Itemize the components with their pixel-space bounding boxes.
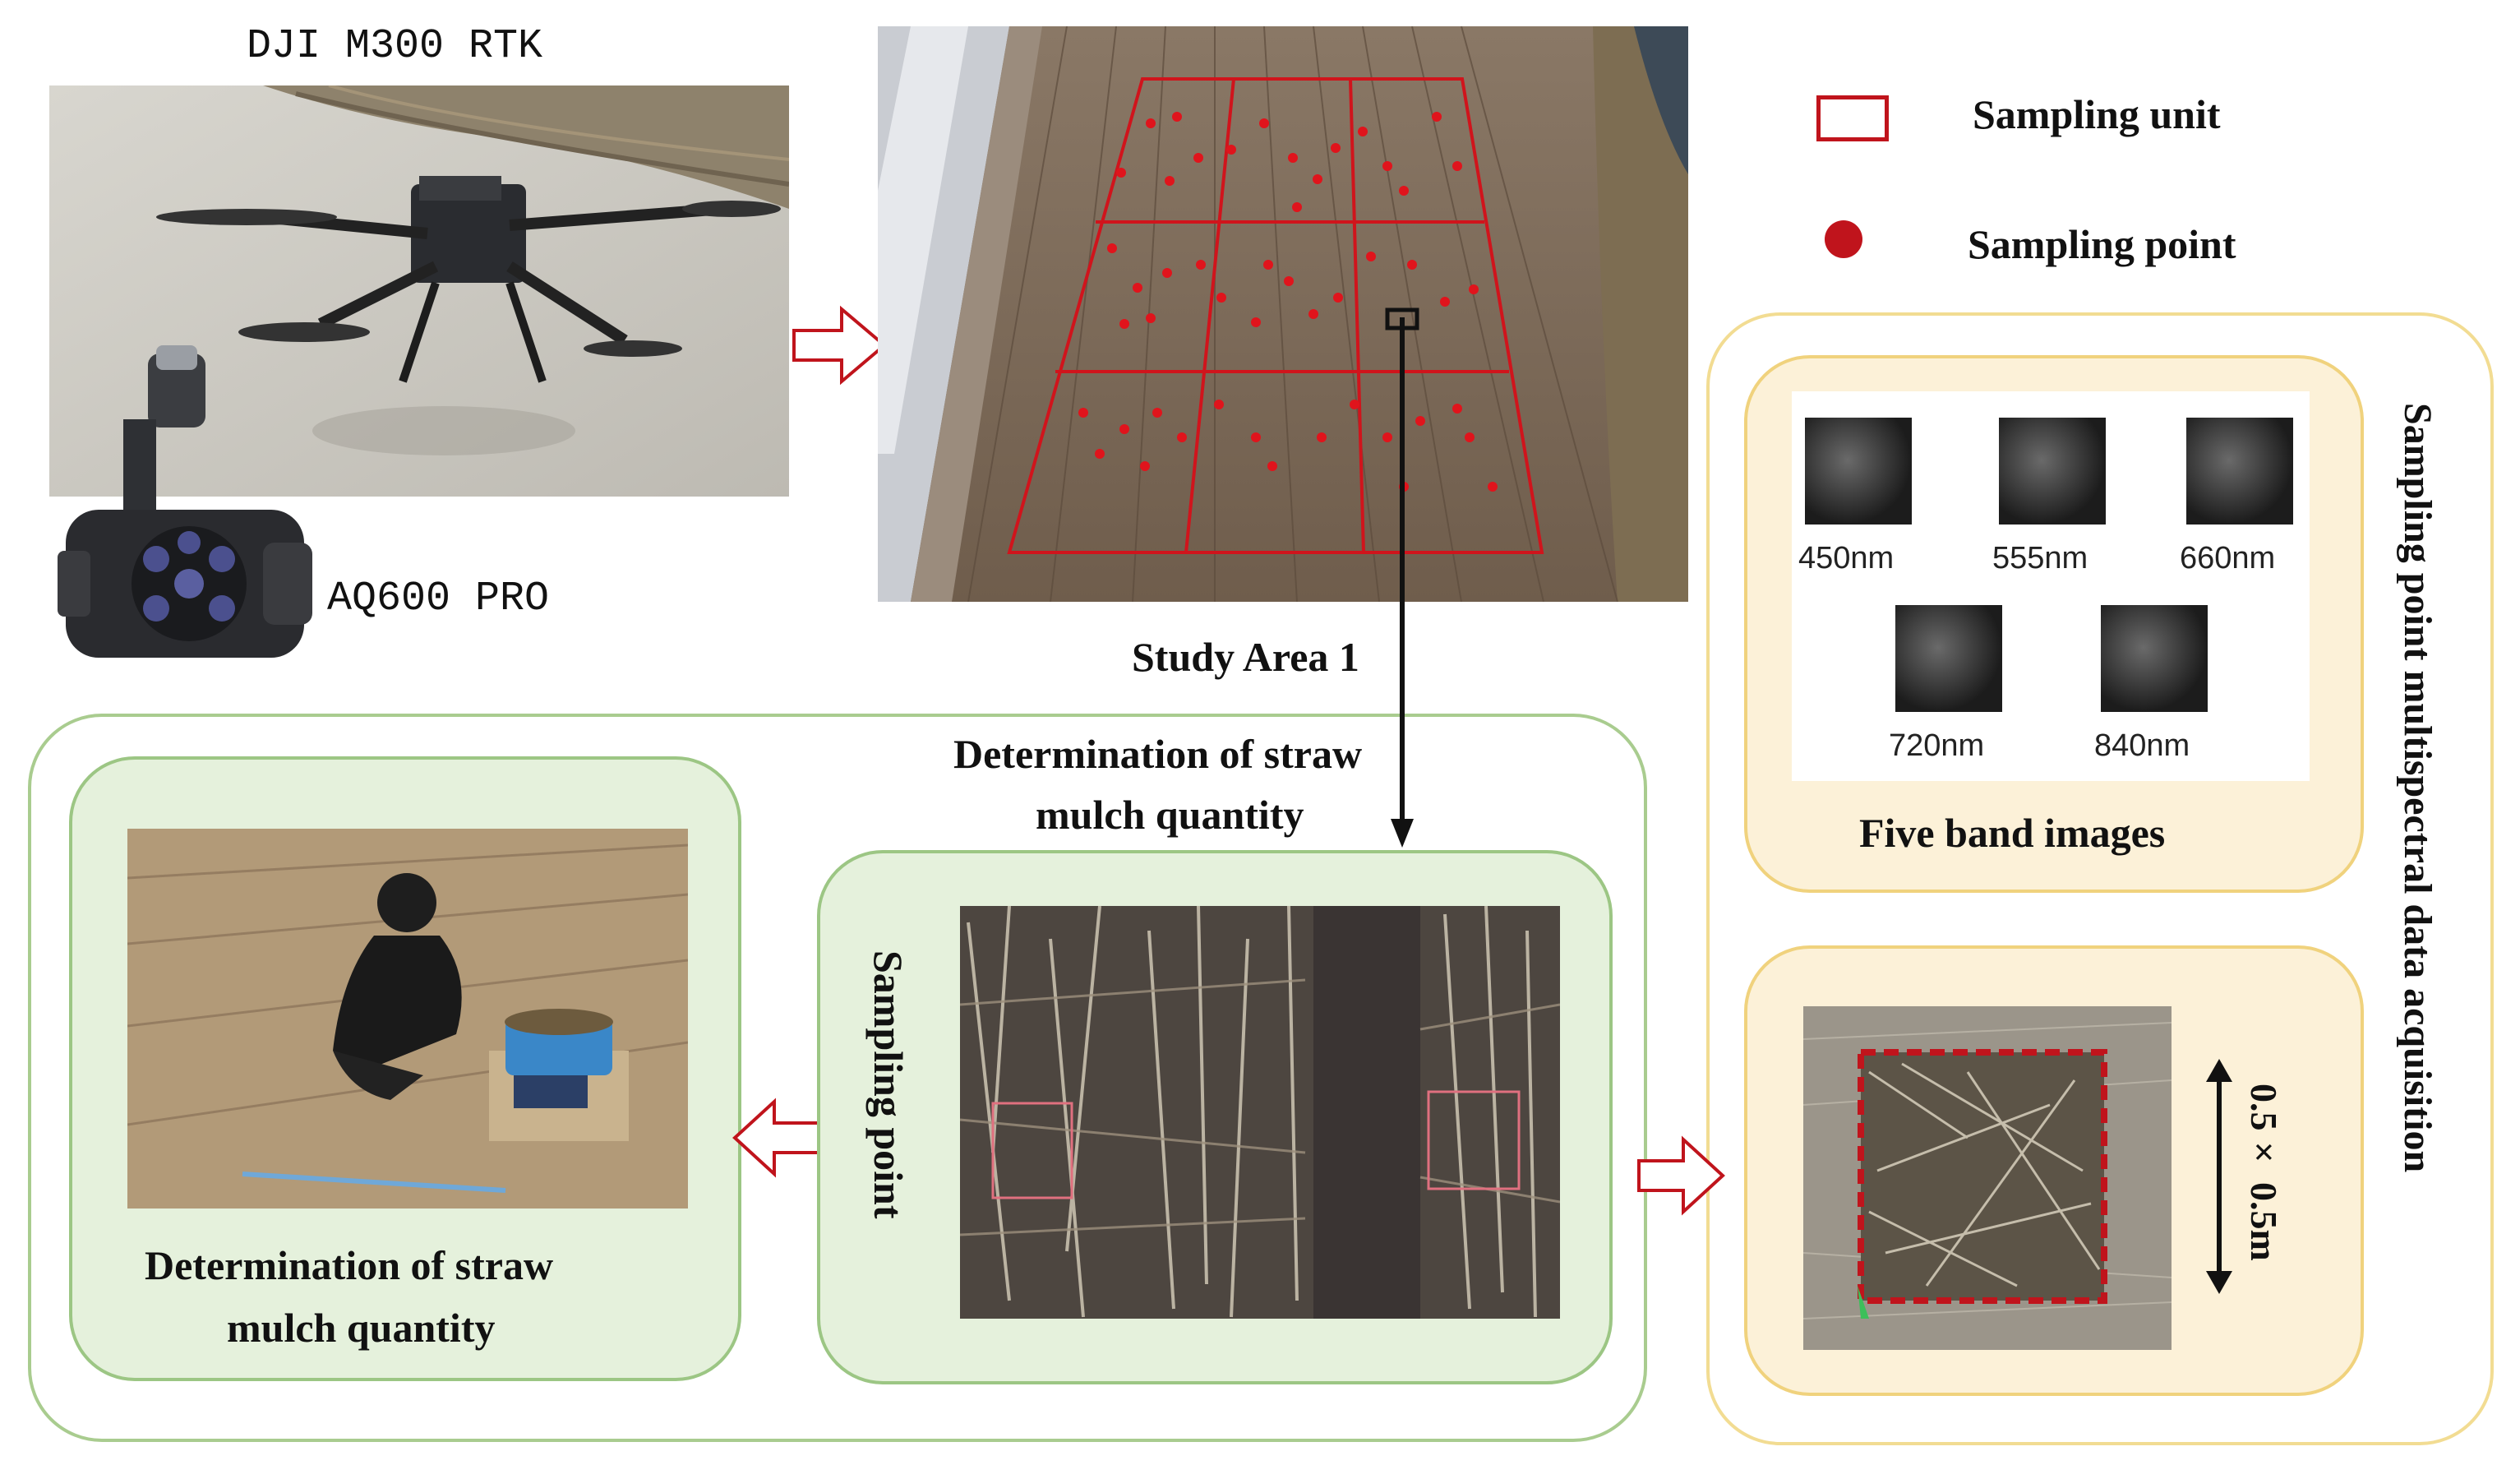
sampling-point-dot bbox=[1119, 424, 1129, 434]
determination-top-line1: Determination of straw bbox=[953, 731, 1363, 777]
sampling-point-dot bbox=[1146, 313, 1156, 323]
band-label: 720nm bbox=[1889, 728, 1985, 763]
double-arrow-icon bbox=[2203, 1057, 2236, 1296]
band-image-thumbnail bbox=[2101, 605, 2208, 712]
determination-bottom-line2: mulch quantity bbox=[227, 1305, 496, 1351]
straw-closeup-photo bbox=[960, 906, 1560, 1319]
sampling-point-dot bbox=[1331, 143, 1341, 153]
sampling-point-dot bbox=[1146, 118, 1156, 128]
camera-photo bbox=[49, 337, 321, 682]
sampling-point-dot bbox=[1119, 319, 1129, 329]
sampling-point-dot bbox=[1267, 461, 1277, 471]
sampling-point-dot bbox=[1488, 482, 1498, 492]
legend-sampling-unit-symbol bbox=[1816, 95, 1889, 141]
sampling-point-dot bbox=[1440, 297, 1450, 307]
sampling-point-dot bbox=[1078, 408, 1088, 418]
drone-photo bbox=[49, 85, 789, 497]
sampling-point-dot bbox=[1165, 176, 1175, 186]
field-aerial-photo bbox=[878, 26, 1688, 602]
sampling-point-dot bbox=[1313, 174, 1322, 184]
sampling-point-dot bbox=[1415, 416, 1425, 426]
sampling-point-dot bbox=[1172, 112, 1182, 122]
band-image-thumbnail bbox=[1805, 418, 1912, 525]
band-label: 660nm bbox=[2180, 541, 2276, 575]
hollow-arrow-left-icon bbox=[732, 1097, 822, 1179]
sampling-point-dot bbox=[1107, 243, 1117, 253]
quadrat-photo bbox=[1803, 1006, 2172, 1350]
sampling-point-dot bbox=[1133, 283, 1142, 293]
study-area-label: Study Area 1 bbox=[1132, 634, 1359, 680]
band-label: 555nm bbox=[1992, 541, 2088, 575]
sampling-point-dot bbox=[1095, 449, 1105, 459]
sampling-point-dot bbox=[1382, 432, 1392, 442]
hollow-arrow-right-2-icon bbox=[1636, 1135, 1726, 1217]
sampling-point-dot bbox=[1399, 186, 1409, 196]
sampling-point-dot bbox=[1216, 293, 1226, 303]
sampling-point-dot bbox=[1452, 161, 1462, 171]
sampling-point-dot bbox=[1407, 260, 1417, 270]
legend-sampling-point-label: Sampling point bbox=[1968, 221, 2236, 267]
sampling-point-dot bbox=[1308, 309, 1318, 319]
sampling-point-dot bbox=[1350, 400, 1359, 409]
sampling-point-dot bbox=[1162, 268, 1172, 278]
legend-sampling-point-symbol bbox=[1825, 220, 1862, 258]
sampling-point-dot bbox=[1292, 202, 1302, 212]
size-label: 0.5× 0.5m bbox=[2243, 1084, 2285, 1261]
sampling-point-dot bbox=[1382, 161, 1392, 171]
five-band-label: Five band images bbox=[1859, 810, 2166, 856]
band-label: 840nm bbox=[2094, 728, 2190, 763]
determination-bottom-line1: Determination of straw bbox=[145, 1242, 554, 1288]
sampling-point-dot bbox=[1140, 461, 1150, 471]
sampling-point-dot bbox=[1469, 284, 1479, 294]
sampling-point-dot bbox=[1226, 145, 1236, 155]
sampling-point-dot bbox=[1284, 276, 1294, 286]
sampling-point-dot bbox=[1193, 153, 1203, 163]
camera-label: AQ600 PRO bbox=[327, 575, 550, 622]
down-arrow-icon bbox=[1386, 317, 1419, 852]
sampling-point-dot bbox=[1214, 400, 1224, 409]
drone-label: DJI M300 RTK bbox=[247, 23, 543, 70]
sampling-point-dot bbox=[1317, 432, 1327, 442]
hollow-arrow-right-icon bbox=[791, 304, 889, 386]
sampling-point-dot bbox=[1251, 317, 1261, 327]
acquisition-label: Sampling point multispectral data acquis… bbox=[2396, 403, 2439, 1173]
sampling-point-dot bbox=[1333, 293, 1343, 303]
sampling-point-dot bbox=[1288, 153, 1298, 163]
sampling-point-dot bbox=[1366, 252, 1376, 261]
sampling-point-dot bbox=[1465, 432, 1475, 442]
sampling-point-label: Sampling point bbox=[865, 950, 912, 1219]
sampling-point-dot bbox=[1263, 260, 1273, 270]
band-image-thumbnail bbox=[1895, 605, 2002, 712]
sampling-point-dot bbox=[1259, 118, 1269, 128]
band-label: 450nm bbox=[1798, 541, 1895, 575]
sampling-point-dot bbox=[1177, 432, 1187, 442]
sampling-point-dot bbox=[1152, 408, 1162, 418]
legend-sampling-unit-label: Sampling unit bbox=[1973, 91, 2221, 137]
weighing-photo bbox=[127, 829, 688, 1209]
sampling-unit-grid-outline bbox=[1007, 77, 1544, 554]
band-image-thumbnail bbox=[2186, 418, 2293, 525]
sampling-point-dot bbox=[1116, 168, 1126, 178]
sampling-point-dot bbox=[1196, 260, 1206, 270]
sampling-point-dot bbox=[1251, 432, 1261, 442]
determination-top-line2: mulch quantity bbox=[1036, 792, 1304, 838]
band-image-thumbnail bbox=[1999, 418, 2106, 525]
sampling-point-dot bbox=[1432, 112, 1442, 122]
sampling-point-dot bbox=[1358, 127, 1368, 136]
sampling-point-dot bbox=[1452, 404, 1462, 414]
